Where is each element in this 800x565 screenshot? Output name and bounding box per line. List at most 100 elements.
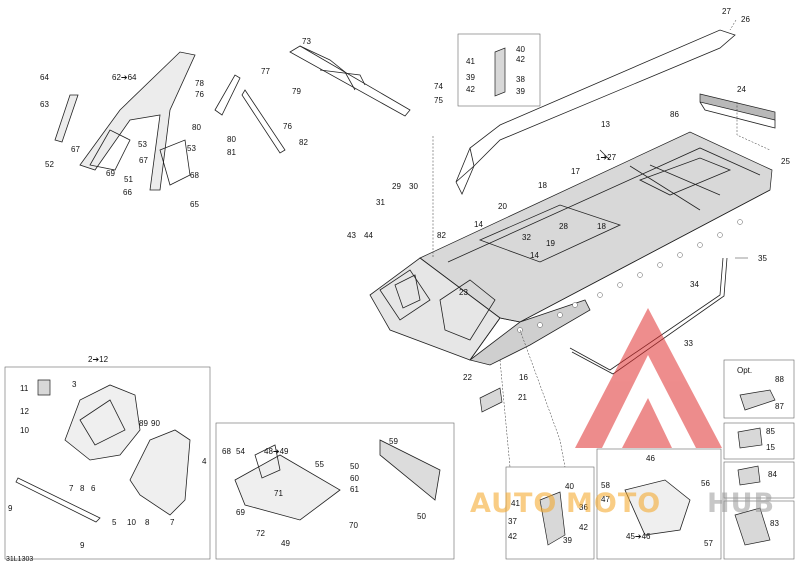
- callout-13: 13: [601, 120, 610, 129]
- callout-22: 22: [463, 373, 472, 382]
- inset-box-part-85: [723, 422, 795, 460]
- callout-9: 9: [8, 504, 13, 513]
- watermark-triangle-shape: [575, 308, 722, 448]
- callout-16: 16: [519, 373, 528, 382]
- inset-box-steering-support: [596, 448, 722, 560]
- callout-32: 32: [522, 233, 531, 242]
- callout-30: 30: [409, 182, 418, 191]
- callout-68: 68: [190, 171, 199, 180]
- callout-86: 86: [670, 110, 679, 119]
- steering-support-part: [289, 45, 411, 117]
- inset-box-option-88: [723, 359, 795, 419]
- callout-70: 70: [349, 521, 358, 530]
- callout-67: 67: [71, 145, 80, 154]
- front-suspension-parts: [15, 379, 191, 523]
- callout-42: 42: [579, 523, 588, 532]
- watermark-text-auto: AUTO: [470, 488, 557, 519]
- callout-9: 9: [80, 541, 85, 550]
- watermark-inner-shape: [622, 398, 672, 448]
- callout-48-49: 48➔49: [264, 447, 289, 456]
- rail-24-part: [699, 93, 776, 129]
- callout-77: 77: [261, 67, 270, 76]
- callout-24: 24: [737, 85, 746, 94]
- callout-18: 18: [538, 181, 547, 190]
- callout-84: 84: [768, 470, 777, 479]
- callout-50: 50: [350, 462, 359, 471]
- callout-79: 79: [292, 87, 301, 96]
- callout-25: 25: [781, 157, 790, 166]
- inset-box-front-suspension: [4, 366, 211, 560]
- callout-2-12: 2➔12: [88, 355, 109, 364]
- callout-19: 19: [546, 239, 555, 248]
- callout-23: 23: [459, 288, 468, 297]
- callout-45-46: 45➔46: [626, 532, 651, 541]
- callout-44: 44: [364, 231, 373, 240]
- callout-20: 20: [498, 202, 507, 211]
- callout-66: 66: [123, 188, 132, 197]
- callout-18: 18: [597, 222, 606, 231]
- callout-61: 61: [350, 485, 359, 494]
- inset-box-part-84: [723, 461, 795, 499]
- callout-76: 76: [195, 90, 204, 99]
- option-label: Opt.: [737, 366, 752, 375]
- callout-10: 10: [127, 518, 136, 527]
- callout-28: 28: [559, 222, 568, 231]
- inset-box-bumper-plate: [215, 422, 455, 560]
- tunnel-cover-part: [455, 29, 736, 195]
- callout-68: 68: [222, 447, 231, 456]
- callout-47: 47: [601, 495, 610, 504]
- bracket-40-part: [494, 47, 506, 97]
- brackets-76-part: [214, 74, 286, 154]
- callout-46: 46: [646, 454, 655, 463]
- callout-35: 35: [758, 254, 767, 263]
- callout-89: 89: [139, 419, 148, 428]
- callout-8: 8: [80, 484, 85, 493]
- front-frame-assembly: [54, 51, 196, 191]
- callout-83: 83: [770, 519, 779, 528]
- callout-7: 7: [170, 518, 175, 527]
- callout-72: 72: [256, 529, 265, 538]
- callout-43: 43: [347, 231, 356, 240]
- inset-box-bracket-37: [505, 466, 595, 560]
- callout-71: 71: [274, 489, 283, 498]
- callout-26: 26: [741, 15, 750, 24]
- callout-37: 37: [508, 517, 517, 526]
- callout-80: 80: [192, 123, 201, 132]
- callout-57: 57: [704, 539, 713, 548]
- callout-65: 65: [190, 200, 199, 209]
- callout-34: 34: [690, 280, 699, 289]
- callout-69: 69: [106, 169, 115, 178]
- callout-51: 51: [124, 175, 133, 184]
- reference-code: 31L1303: [6, 556, 33, 563]
- callout-4: 4: [202, 457, 207, 466]
- watermark-text-hub: HUB: [707, 488, 775, 519]
- watermark-logo: AUTO MOTO HUB: [470, 308, 775, 519]
- callout-31: 31: [376, 198, 385, 207]
- callout-5: 5: [112, 518, 117, 527]
- callout-54: 54: [236, 447, 245, 456]
- callout-1-27: 1➔27: [596, 153, 617, 162]
- callout-50: 50: [417, 512, 426, 521]
- callout-69: 69: [236, 508, 245, 517]
- callout-21: 21: [518, 393, 527, 402]
- callout-10: 10: [20, 426, 29, 435]
- callout-42: 42: [466, 85, 475, 94]
- callout-85: 85: [766, 427, 775, 436]
- callout-59: 59: [389, 437, 398, 446]
- callout-55: 55: [315, 460, 324, 469]
- callout-38: 38: [516, 75, 525, 84]
- callout-90: 90: [151, 419, 160, 428]
- callout-52: 52: [45, 160, 54, 169]
- callout-17: 17: [571, 167, 580, 176]
- watermark-text-moto: MOTO: [566, 488, 661, 519]
- callout-3: 3: [72, 380, 77, 389]
- callout-87: 87: [775, 402, 784, 411]
- callout-67: 67: [139, 156, 148, 165]
- inset-small-parts: [539, 389, 776, 546]
- callout-76: 76: [283, 122, 292, 131]
- callout-49: 49: [281, 539, 290, 548]
- callout-88: 88: [775, 375, 784, 384]
- callout-39: 39: [563, 536, 572, 545]
- callout-39: 39: [466, 73, 475, 82]
